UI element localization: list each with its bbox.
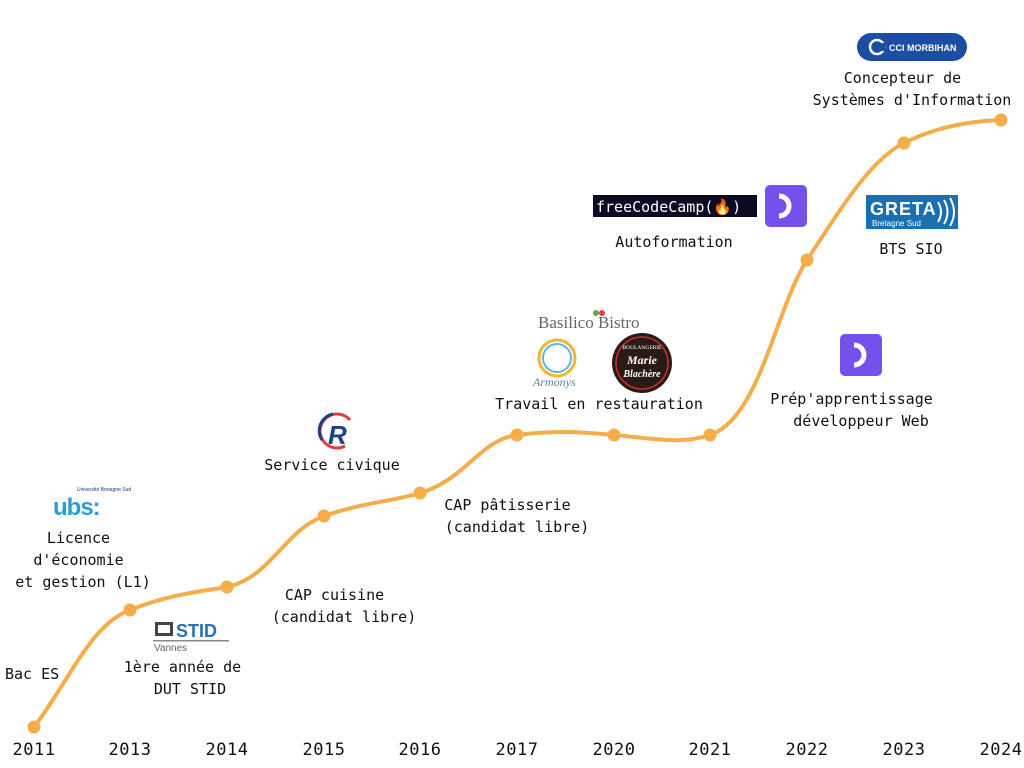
- label-restauration: Travail en restauration: [495, 395, 703, 413]
- r-circle-logo: R: [317, 412, 352, 450]
- stid-vannes-logo: STID Vannes: [153, 621, 229, 654]
- timeline-point: [510, 428, 524, 442]
- timeline-point: [607, 428, 621, 442]
- timeline-point: [703, 428, 717, 442]
- year-label: 2021: [689, 740, 732, 760]
- svg-text:Université Bretagne Sud: Université Bretagne Sud: [77, 487, 131, 493]
- year-label: 2011: [13, 740, 56, 760]
- timeline-point: [27, 720, 41, 734]
- freecodecamp-logo: freeCodeCamp(🔥): [593, 195, 757, 217]
- svg-text:GRETA: GRETA: [870, 199, 937, 219]
- armonys-logo: Armonys: [532, 338, 577, 389]
- label-prep-apprentissage: Prép'apprentissage développeur Web: [770, 390, 942, 430]
- svg-text:Blachère: Blachère: [622, 369, 661, 380]
- label-bac-es: Bac ES: [5, 665, 59, 683]
- openclassrooms-logo: [765, 185, 807, 227]
- basilico-bistro-logo: Basilico Bistro: [538, 310, 640, 332]
- label-bts-sio: BTS SIO: [879, 240, 942, 258]
- svg-text:Vannes: Vannes: [154, 643, 187, 654]
- svg-text:Marie: Marie: [626, 353, 658, 367]
- timeline-points: [27, 113, 1008, 734]
- label-cap-patisserie: CAP pâtisserie (candidat libre): [444, 496, 589, 536]
- year-label: 2017: [496, 740, 539, 760]
- svg-text:R: R: [328, 420, 347, 450]
- svg-text:BOULANGERIE: BOULANGERIE: [622, 345, 662, 351]
- timeline-point: [317, 509, 331, 523]
- timeline-point: [123, 603, 137, 617]
- timeline-point: [800, 253, 814, 267]
- marie-blachere-logo: BOULANGERIE Marie Blachère: [612, 333, 672, 393]
- label-licence: Licence d'économie et gestion (L1): [15, 529, 150, 591]
- svg-text:CCI MORBIHAN: CCI MORBIHAN: [889, 43, 957, 53]
- svg-text:Armonys: Armonys: [532, 375, 576, 389]
- openclassrooms-logo: [840, 334, 882, 376]
- cci-morbihan-logo: CCI MORBIHAN: [857, 33, 967, 61]
- year-label: 2020: [593, 740, 636, 760]
- timeline-point: [413, 486, 427, 500]
- greta-logo: GRETA Bretagne Sud: [866, 195, 958, 229]
- ubs-logo: Université Bretagne Sud ubs:: [53, 487, 131, 521]
- year-label: 2013: [109, 740, 152, 760]
- svg-text:Bretagne Sud: Bretagne Sud: [872, 219, 921, 228]
- year-label: 2016: [399, 740, 442, 760]
- year-label: 2022: [786, 740, 829, 760]
- year-axis: 2011 2013 2014 2015 2016 2017 2020 2021 2022 2023…: [13, 740, 1023, 760]
- year-label: 2015: [303, 740, 346, 760]
- svg-text:ubs:: ubs:: [53, 494, 100, 521]
- timeline-point: [994, 113, 1008, 127]
- svg-text:STID: STID: [176, 621, 217, 641]
- svg-text:Basilico Bistro: Basilico Bistro: [538, 313, 640, 332]
- svg-text:freeCodeCamp(🔥): freeCodeCamp(🔥): [596, 198, 741, 216]
- timeline-point: [897, 136, 911, 150]
- label-concepteur: Concepteur de Systèmes d'Information: [813, 69, 1012, 109]
- label-dut-stid: 1ère année de DUT STID: [124, 658, 250, 698]
- label-service-civique: Service civique: [264, 456, 399, 474]
- year-label: 2023: [883, 740, 926, 760]
- timeline-point: [220, 580, 234, 594]
- year-label: 2024: [980, 740, 1023, 760]
- year-label: 2014: [206, 740, 249, 760]
- label-autoformation: Autoformation: [615, 233, 732, 251]
- label-cap-cuisine: CAP cuisine (candidat libre): [272, 586, 417, 626]
